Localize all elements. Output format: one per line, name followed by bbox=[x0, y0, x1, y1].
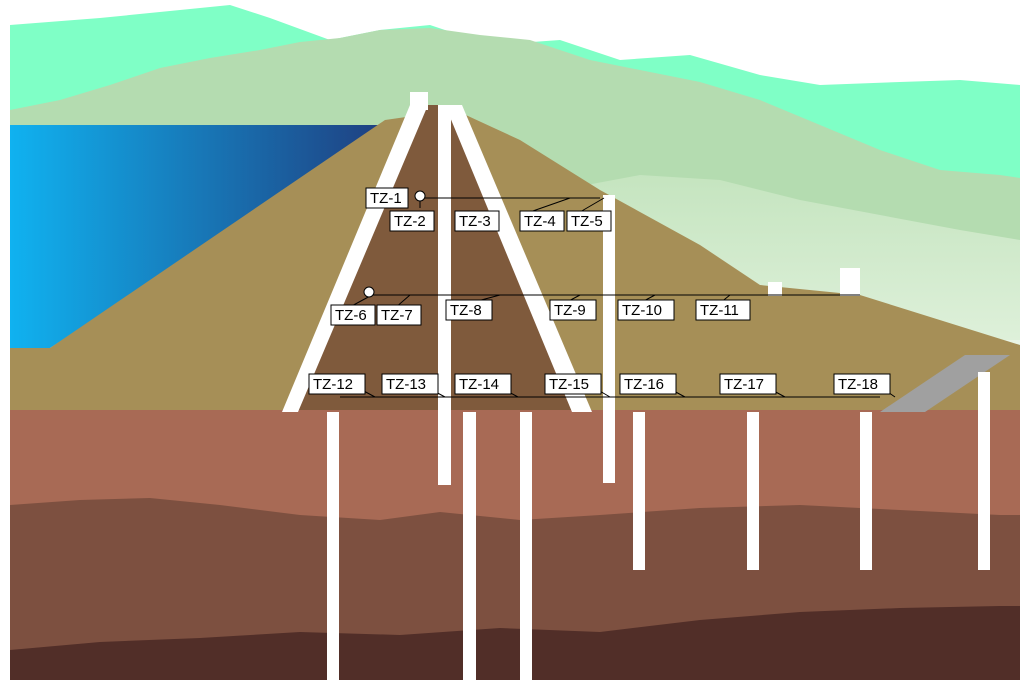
monitoring-pipe bbox=[520, 412, 532, 682]
core-wall-downstream bbox=[445, 105, 592, 412]
sensor-label-box bbox=[445, 299, 493, 321]
sensor-label-box bbox=[617, 299, 675, 321]
sensor-label-box bbox=[365, 187, 409, 209]
sensor-label-text: TZ-10 bbox=[622, 302, 662, 319]
sensor-label-tz-4: TZ-4 bbox=[519, 210, 565, 232]
sensor-label-text: TZ-14 bbox=[459, 376, 499, 393]
sensor-marker bbox=[414, 190, 426, 202]
sensor-label-box bbox=[519, 210, 565, 232]
sensor-label-tz-5: TZ-5 bbox=[566, 210, 612, 232]
monitoring-pipe bbox=[327, 412, 339, 682]
sensor-label-box bbox=[454, 373, 512, 395]
dam-core bbox=[285, 105, 590, 410]
sensor-label-tz-13: TZ-13 bbox=[381, 373, 439, 395]
sensor-label-box bbox=[381, 373, 439, 395]
sensor-label-box bbox=[308, 373, 366, 395]
sensor-label-tz-14: TZ-14 bbox=[454, 373, 512, 395]
sensor-label-tz-3: TZ-3 bbox=[454, 210, 500, 232]
sensor-label-text: TZ-18 bbox=[838, 376, 878, 393]
sensor-label-tz-10: TZ-10 bbox=[617, 299, 675, 321]
sensor-label-text: TZ-5 bbox=[571, 213, 603, 230]
reservoir-water bbox=[10, 125, 385, 348]
sensor-label-text: TZ-1 bbox=[370, 190, 402, 207]
sensor-label-tz-6: TZ-6 bbox=[330, 304, 376, 326]
sensor-marker bbox=[363, 286, 375, 298]
sensor-label-tz-18: TZ-18 bbox=[833, 373, 891, 395]
sensor-label-box bbox=[454, 210, 500, 232]
sensor-label-text: TZ-2 bbox=[394, 213, 426, 230]
sensor-label-box bbox=[376, 304, 422, 326]
monitoring-pipe bbox=[633, 412, 645, 570]
sensor-label-tz-11: TZ-11 bbox=[695, 299, 751, 321]
sensor-label-box bbox=[719, 373, 777, 395]
monitoring-pipe bbox=[747, 412, 759, 570]
sensor-label-tz-2: TZ-2 bbox=[389, 210, 435, 232]
sensor-label-text: TZ-11 bbox=[700, 302, 739, 319]
sensor-label-text: TZ-15 bbox=[549, 376, 589, 393]
sensor-label-tz-8: TZ-8 bbox=[445, 299, 493, 321]
sensor-label-box bbox=[549, 299, 597, 321]
sensor-cable-row-2 bbox=[347, 294, 860, 309]
sensor-label-text: TZ-12 bbox=[313, 376, 353, 393]
sensor-label-box bbox=[389, 210, 435, 232]
soil-layer-deep bbox=[10, 606, 1020, 680]
sensor-label-text: TZ-13 bbox=[386, 376, 426, 393]
sensor-label-box bbox=[833, 373, 891, 395]
crest-post bbox=[768, 282, 782, 296]
sensor-label-text: TZ-6 bbox=[335, 307, 367, 324]
sensor-label-text: TZ-8 bbox=[450, 302, 482, 319]
sensor-label-tz-16: TZ-16 bbox=[619, 373, 677, 395]
sensor-label-box bbox=[566, 210, 612, 232]
sensor-label-text: TZ-4 bbox=[524, 213, 556, 230]
sensor-cable-row-1 bbox=[419, 197, 605, 213]
sensor-label-text: TZ-3 bbox=[459, 213, 491, 230]
sensor-label-box bbox=[695, 299, 751, 321]
sensor-label-tz-1: TZ-1 bbox=[365, 187, 409, 209]
monitoring-pipe bbox=[603, 195, 615, 483]
sensor-label-box bbox=[619, 373, 677, 395]
core-wall-upstream bbox=[282, 105, 428, 412]
sensor-label-box bbox=[330, 304, 376, 326]
sensor-label-text: TZ-9 bbox=[554, 302, 586, 319]
sensor-label-text: TZ-7 bbox=[381, 307, 413, 324]
monitoring-pipe bbox=[463, 412, 476, 682]
sensor-label-text: TZ-16 bbox=[624, 376, 664, 393]
monitoring-pipe bbox=[978, 372, 990, 570]
sensor-label-tz-12: TZ-12 bbox=[308, 373, 366, 395]
sensor-label-tz-17: TZ-17 bbox=[719, 373, 777, 395]
sensor-label-tz-7: TZ-7 bbox=[376, 304, 422, 326]
sensor-label-text: TZ-17 bbox=[724, 376, 764, 393]
crest-post bbox=[410, 92, 428, 110]
sensor-label-box bbox=[544, 373, 602, 395]
sensor-label-tz-15: TZ-15 bbox=[544, 373, 602, 395]
downstream-riprap bbox=[880, 355, 1010, 412]
monitoring-pipe bbox=[860, 412, 872, 570]
crest-post bbox=[840, 268, 860, 296]
sensor-label-tz-9: TZ-9 bbox=[549, 299, 597, 321]
